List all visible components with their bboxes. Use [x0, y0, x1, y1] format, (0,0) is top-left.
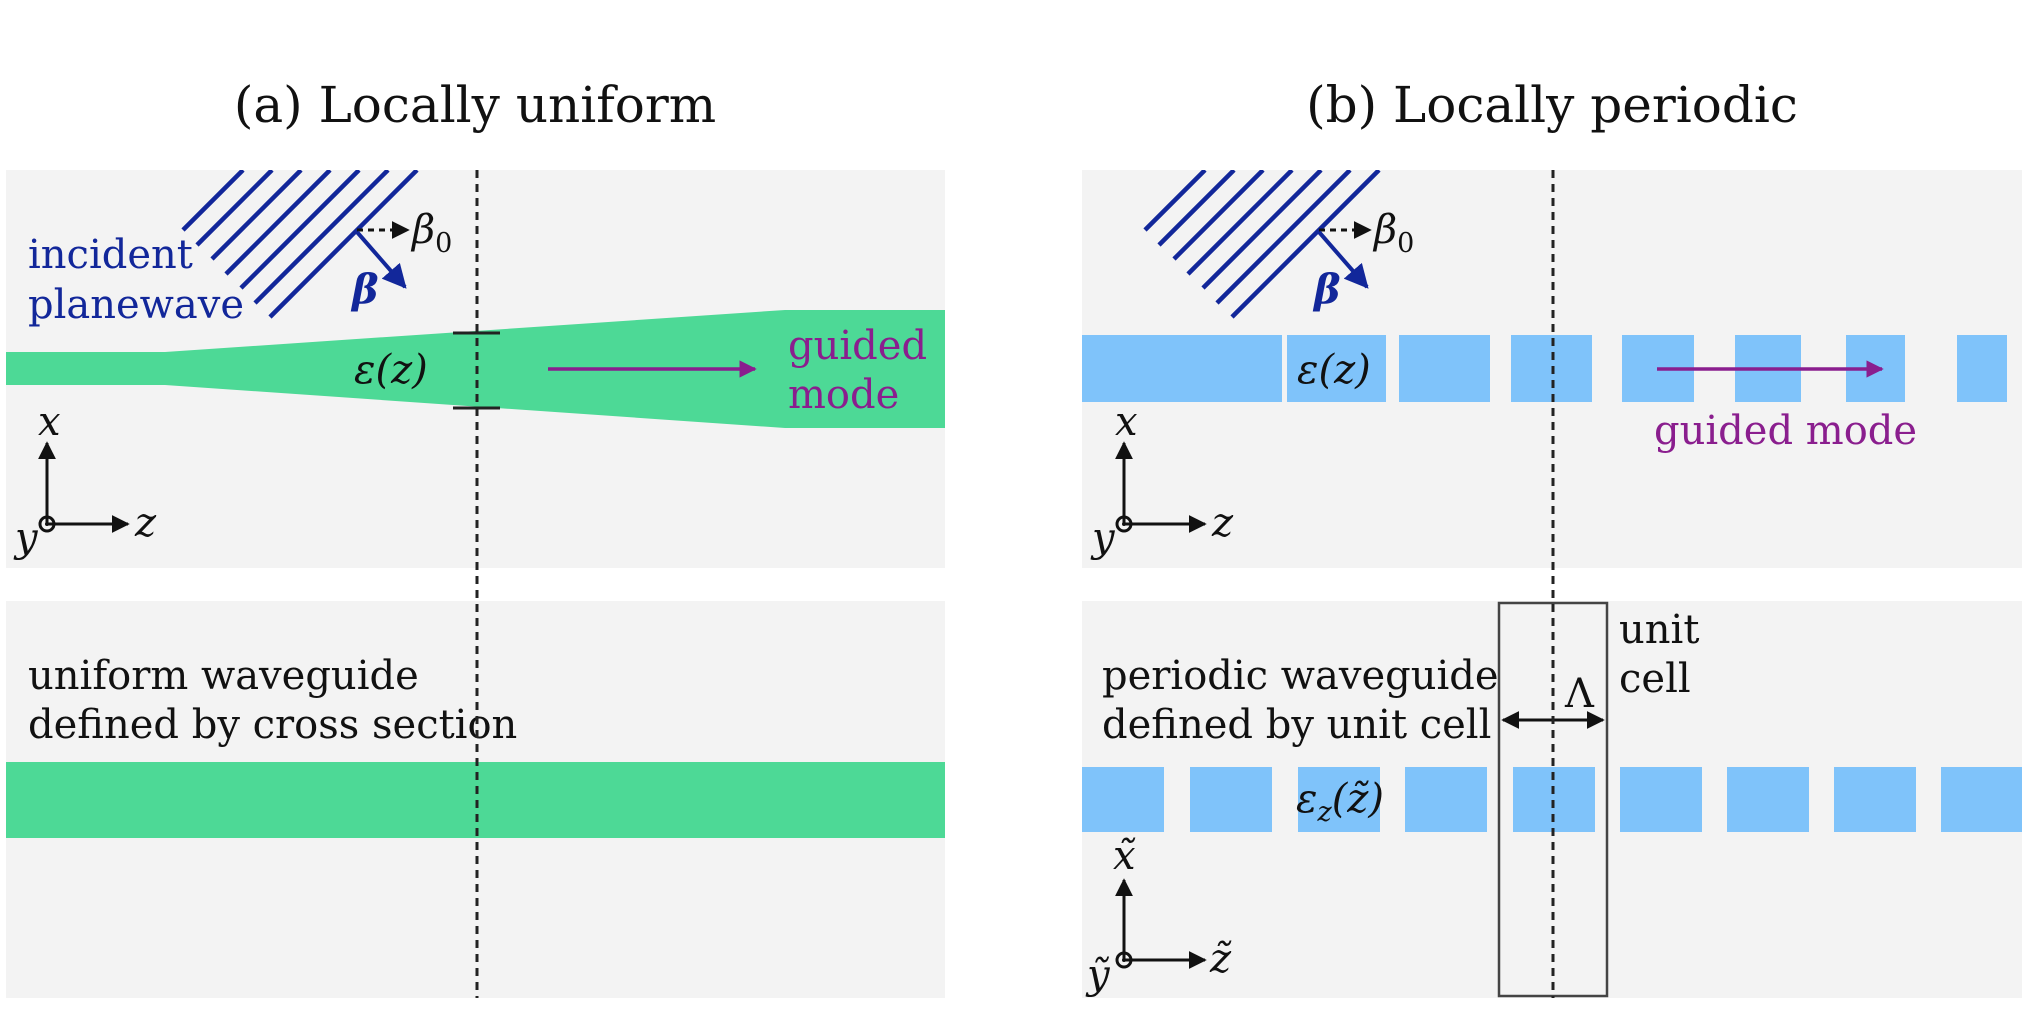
xt-axis-label: x̃ [1113, 833, 1136, 879]
yt-axis-label: ỹ [1085, 952, 1111, 998]
grating-segment [1834, 767, 1916, 832]
y-axis-label-right: y [1090, 515, 1116, 561]
unit-cell-label-line1: unit [1619, 607, 1699, 653]
axes-left: x z y [13, 399, 157, 561]
eps-label-left: ε(z) [354, 347, 428, 393]
grating-segment [1082, 767, 1164, 832]
axes-right-tilde: x̃ z̃ ỹ [1085, 833, 1232, 998]
beta0-label-right: β0 [1372, 207, 1414, 259]
grating-segment [1727, 767, 1809, 832]
grating-segment [1620, 767, 1702, 832]
incident-planewave-fronts-right [1143, 170, 1381, 319]
x-axis-label-left: x [38, 399, 61, 445]
guided-label-line1: guided [788, 323, 927, 369]
grating-segment [1405, 767, 1487, 832]
y-axis-origin-left [38, 515, 56, 533]
z-axis-label-right: z [1211, 500, 1234, 546]
x-axis-label-right: x [1115, 399, 1138, 445]
y-axis-origin-right [1115, 515, 1133, 533]
guided-label-line2: mode [788, 372, 899, 418]
incident-label-line2: planewave [28, 282, 244, 328]
grating-segment [1399, 335, 1490, 402]
axes-right: x z y [1090, 399, 1234, 561]
uniform-text-line2: defined by cross section [28, 702, 517, 748]
periodic-text-line1: periodic waveguide [1102, 653, 1499, 699]
beta-label-right: β [1312, 266, 1341, 313]
beta0-label-left: β0 [410, 207, 452, 259]
beta-arrow-right [1317, 230, 1369, 289]
eps-z-label: εz(z̃) [1296, 776, 1384, 828]
grating-segment [1941, 767, 2022, 832]
incident-planewave-fronts-left [181, 170, 419, 319]
panel-b-title: (b) Locally periodic [1306, 76, 1798, 134]
lambda-label: Λ [1564, 671, 1595, 717]
grating-segment [1957, 335, 2007, 402]
periodic-grating-segments [1082, 767, 2022, 832]
y-axis-label-left: y [13, 515, 39, 561]
eps-label-right: ε(z) [1297, 347, 1371, 393]
yt-axis-origin [1115, 951, 1133, 969]
uniform-text-line1: uniform waveguide [28, 653, 419, 699]
unit-cell-label-line2: cell [1619, 656, 1691, 702]
beta-arrow-left [355, 230, 407, 289]
incident-label-line1: incident [28, 232, 193, 278]
panel-a-title: (a) Locally uniform [234, 76, 716, 134]
grating-segment [1287, 335, 1386, 402]
guided-mode-label-right: guided mode [1654, 408, 1917, 454]
grating-segment [1190, 767, 1272, 832]
grating-segment [1298, 767, 1380, 832]
grating-segment [1082, 335, 1282, 402]
z-axis-label-left: z [134, 500, 157, 546]
zt-axis-label: z̃ [1209, 936, 1232, 982]
beta-label-left: β [350, 266, 379, 313]
periodic-text-line2: defined by unit cell [1102, 702, 1491, 748]
